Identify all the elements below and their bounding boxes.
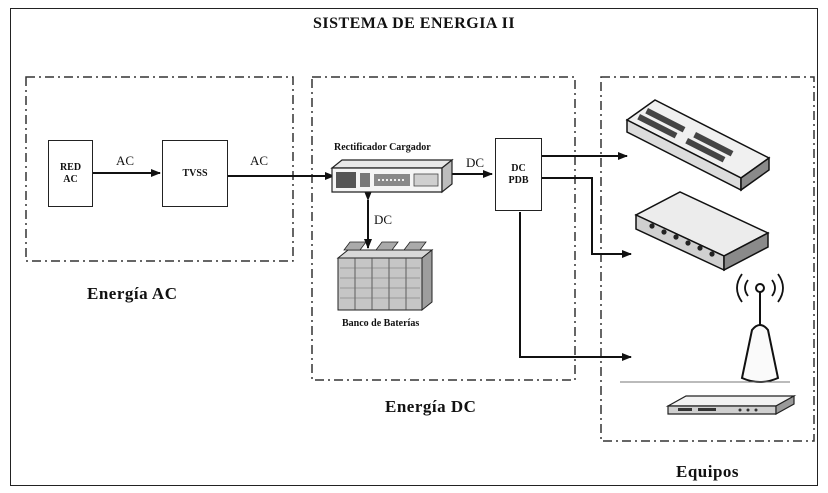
pdb-output-2: [542, 177, 632, 258]
dc-section-boundary: [311, 76, 576, 381]
antenna-device: [736, 273, 784, 383]
battery-bank-device: [336, 241, 434, 312]
red-ac-label-line1: RED: [59, 162, 82, 173]
tvss-block: TVSS: [162, 140, 228, 207]
router-device: [634, 191, 770, 272]
equipment-section-boundary: [600, 76, 815, 442]
red-ac-label-line2: AC: [63, 173, 78, 185]
red-ac-block: RED AC: [48, 140, 93, 207]
section-label-ac: Energía AC: [87, 284, 178, 303]
diagram-title: SISTEMA DE ENERGIA II: [312, 15, 516, 32]
ac-section-boundary: [25, 76, 294, 262]
dc-pdb-label-line2: PDB: [508, 174, 529, 186]
rectifier-device: [330, 158, 454, 194]
connection-label-red-to-tvss: AC: [116, 153, 135, 168]
rectifier-label: Rectificador Cargador: [334, 142, 431, 153]
network-switch-device: [625, 99, 771, 192]
dc-pdb-label-line1: DC: [511, 163, 526, 174]
connection-label-tvss-to-rectifier: AC: [250, 153, 269, 168]
battery-bank-label: Banco de Baterías: [342, 318, 420, 329]
connection-label-rectifier-to-batteries: DC: [374, 212, 393, 227]
diagram-frame: [10, 8, 818, 486]
section-label-dc: Energía DC: [385, 397, 477, 416]
modem-device: [620, 381, 797, 416]
section-label-equipment: Equipos: [676, 462, 740, 481]
tvss-label: TVSS: [182, 167, 208, 179]
dc-pdb-block: DC PDB: [495, 138, 542, 211]
pdb-output-3: [519, 212, 632, 361]
connection-label-rectifier-to-pdb: DC: [466, 155, 485, 170]
